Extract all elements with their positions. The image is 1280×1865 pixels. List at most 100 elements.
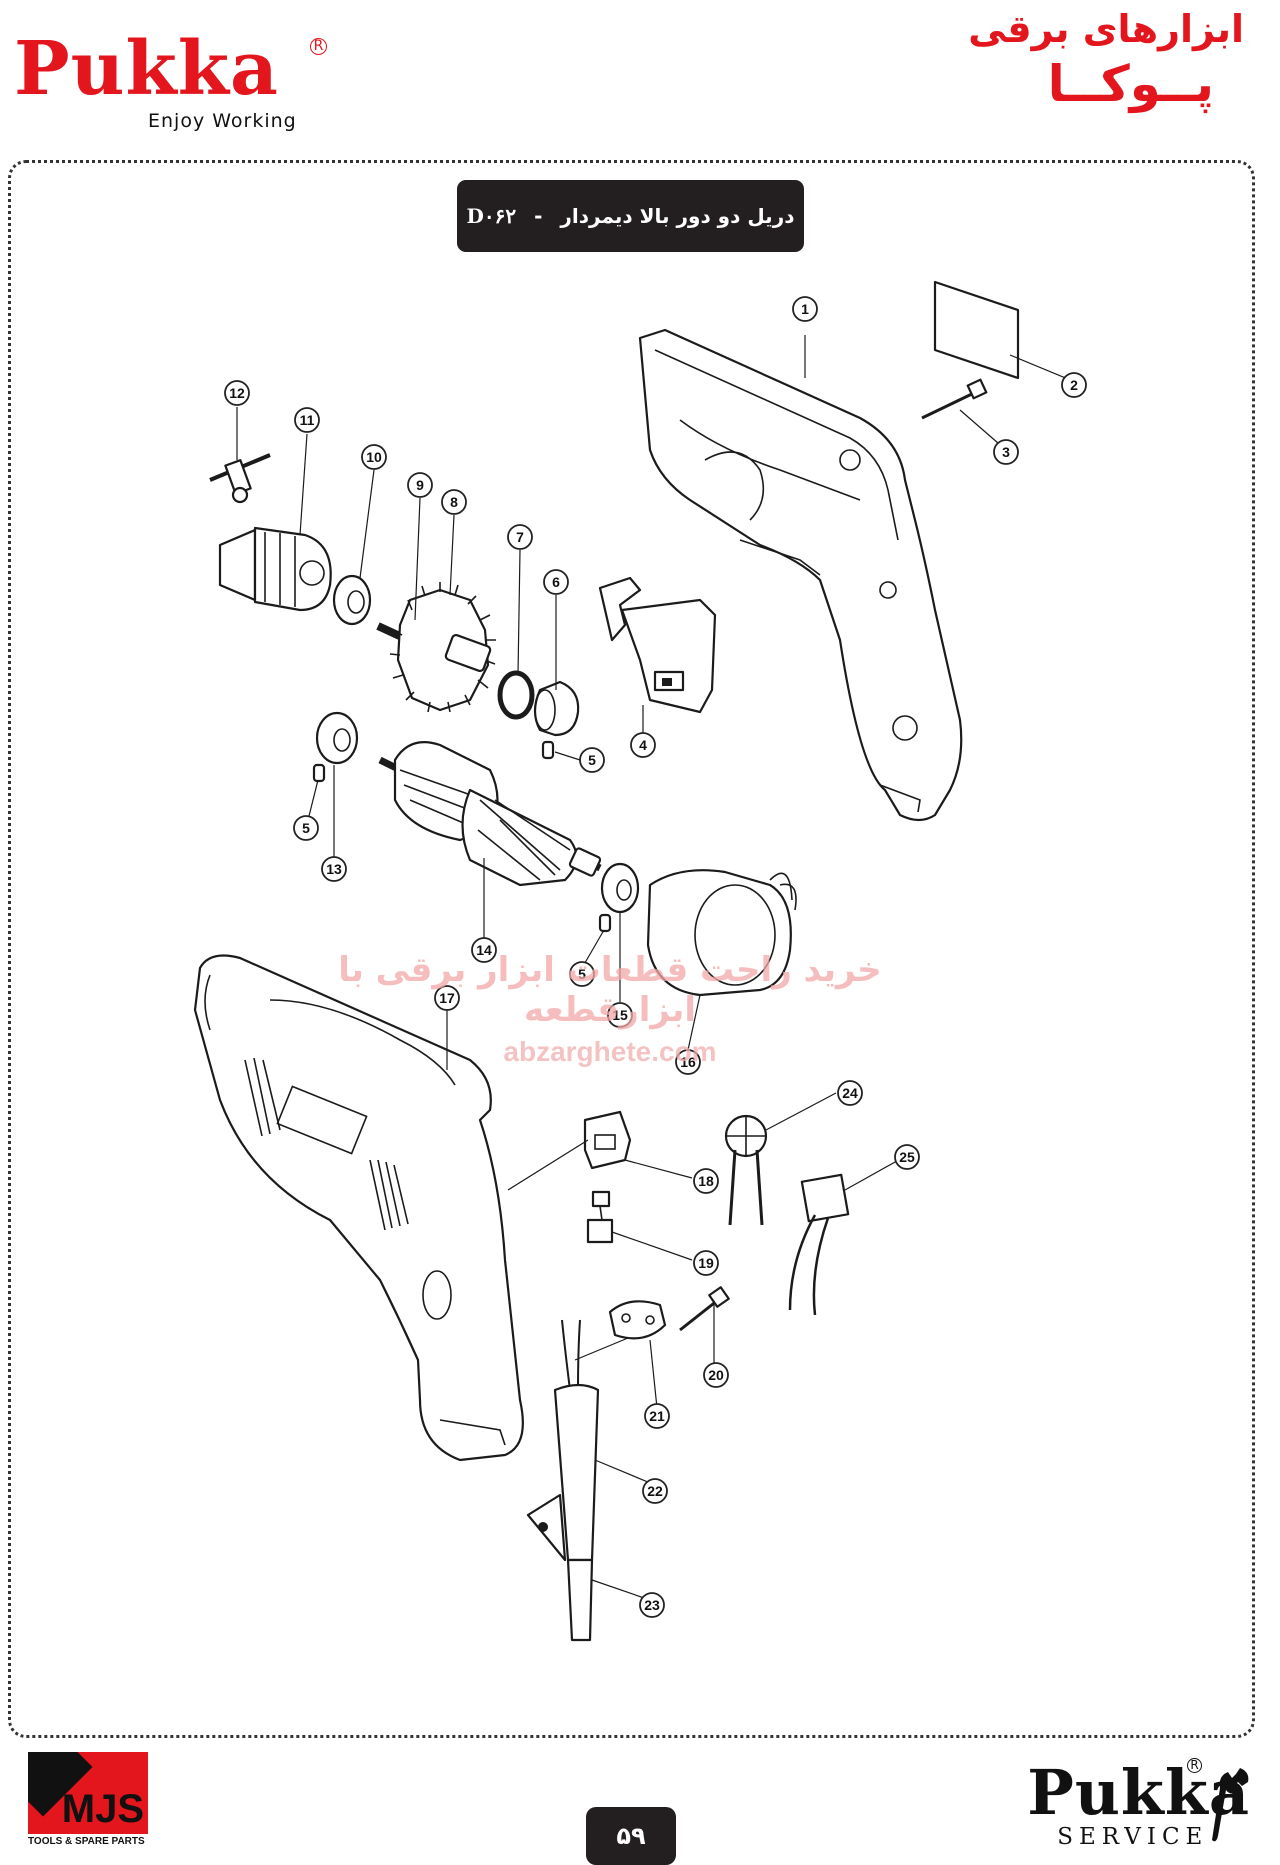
callout-1: 1 [792,296,818,322]
callout-14: 14 [471,937,497,963]
part-bearing-10 [332,574,372,626]
persian-title-line2: پــوکــا [1047,54,1214,113]
callout-2: 2 [1061,372,1087,398]
callout-23: 23 [639,1592,665,1618]
registered-mark: R [310,38,327,55]
part-power-cord [566,1558,594,1642]
pukka-service-logo: Pukka R SERVICE [1027,1756,1250,1850]
persian-brand-title: ابزارهای برقی پــوکــا [968,6,1244,114]
callout-15: 15 [607,1002,633,1028]
model-title-box: D۰۶۲ - دریل دو دور بالا دیمردار [457,180,804,252]
callout-17: 17 [434,985,460,1011]
svg-text:13: 13 [326,861,342,877]
part-switch [598,576,717,714]
svg-text:19: 19 [698,1255,714,1271]
callout-8: 8 [441,489,467,515]
callout-11: 11 [294,407,320,433]
svg-text:22: 22 [647,1483,663,1499]
part-sleeve-bearing [533,680,580,737]
part-brush-holder [583,1110,632,1170]
mjs-logo-mark: MJS [28,1752,148,1834]
part-cord-guard [526,1319,600,1562]
callout-5b: 5 [293,815,319,841]
watermark-text: خرید راحت قطعات ابزار برقی با ابزارقطعه [338,950,882,1030]
callout-24: 24 [837,1080,863,1106]
part-housing-shell [193,954,524,1462]
brand-tagline: Enjoy Working [148,110,297,132]
callout-12: 12 [224,380,250,406]
service-brand-name: Pukka [1027,1756,1250,1829]
svg-text:5: 5 [578,966,586,982]
service-word: SERVICE [1057,1824,1209,1850]
part-screw-housing [921,378,988,420]
svg-text:2: 2 [1070,377,1078,393]
part-chuck-key [209,453,271,504]
callout-10: 10 [361,444,387,470]
svg-text:4: 4 [639,737,647,753]
svg-text:18: 18 [698,1173,714,1189]
svg-text:15: 15 [612,1007,628,1023]
callout-4: 4 [630,732,656,758]
svg-text:7: 7 [516,529,524,545]
mjs-logo-text: MJS [61,1787,144,1831]
callout-22: 22 [642,1478,668,1504]
mjs-caption: TOOLS & SPARE PARTS [28,1836,145,1847]
svg-text:3: 3 [1002,444,1010,460]
part-drill-chuck [218,526,332,612]
svg-text:24: 24 [842,1085,858,1101]
svg-text:11: 11 [300,412,315,428]
watermark: خرید راحت قطعات ابزار برقی با ابزارقطعه … [300,950,920,1068]
callout-25: 25 [894,1144,920,1170]
svg-text:6: 6 [552,574,560,590]
callout-13: 13 [321,856,347,882]
part-armature [378,741,602,887]
svg-text:25: 25 [899,1149,915,1165]
callout-5c: 5 [569,961,595,987]
part-capacitor [788,1173,850,1316]
callout-19: 19 [693,1250,719,1276]
callout-7: 7 [507,524,533,550]
mjs-logo: MJS TOOLS & SPARE PARTS [28,1752,156,1848]
svg-text:12: 12 [229,385,245,401]
part-bearing-13 [315,711,359,765]
callout-3: 3 [993,439,1019,465]
svg-text:17: 17 [439,990,455,1006]
svg-text:5: 5 [302,820,310,836]
part-label-plate [933,280,1020,380]
part-retaining-ring [497,670,535,720]
part-gear-spindle [376,582,496,713]
callout-18: 18 [693,1168,719,1194]
svg-text:23: 23 [644,1597,660,1613]
callout-21: 21 [644,1403,670,1429]
svg-text:8: 8 [450,494,458,510]
svg-text:16: 16 [680,1054,696,1070]
part-housing-half [638,328,963,822]
part-pin-5c [598,913,612,933]
registered-mark-bottom: R [1187,1758,1202,1773]
part-noise-suppressor [724,1114,768,1226]
callout-5a: 5 [579,747,605,773]
model-description: دریل دو دور بالا دیمردار [560,204,795,228]
watermark-url: abzarghete.com [503,1036,717,1067]
svg-text:20: 20 [708,1367,724,1383]
brand-name: Pukka [14,26,279,112]
model-code: D۰۶۲ [466,204,517,228]
persian-title-line1: ابزارهای برقی [968,7,1244,51]
svg-text:10: 10 [366,449,382,465]
callout-9: 9 [407,472,433,498]
title-separator: - [534,204,543,228]
pukka-logo: Pukka R Enjoy Working [14,26,327,132]
callout-16: 16 [675,1049,701,1075]
page-number: ۵۹ [586,1807,676,1865]
svg-text:1: 1 [801,301,809,317]
part-carbon-brush [586,1190,614,1244]
svg-text:21: 21 [649,1408,665,1424]
callout-6: 6 [543,569,569,595]
svg-text:5: 5 [588,752,596,768]
part-cord-clamp [608,1300,667,1340]
part-bearing-15 [600,862,640,914]
part-field-coil [646,869,797,997]
wrench-icon [1212,1768,1249,1842]
svg-text:14: 14 [476,942,492,958]
